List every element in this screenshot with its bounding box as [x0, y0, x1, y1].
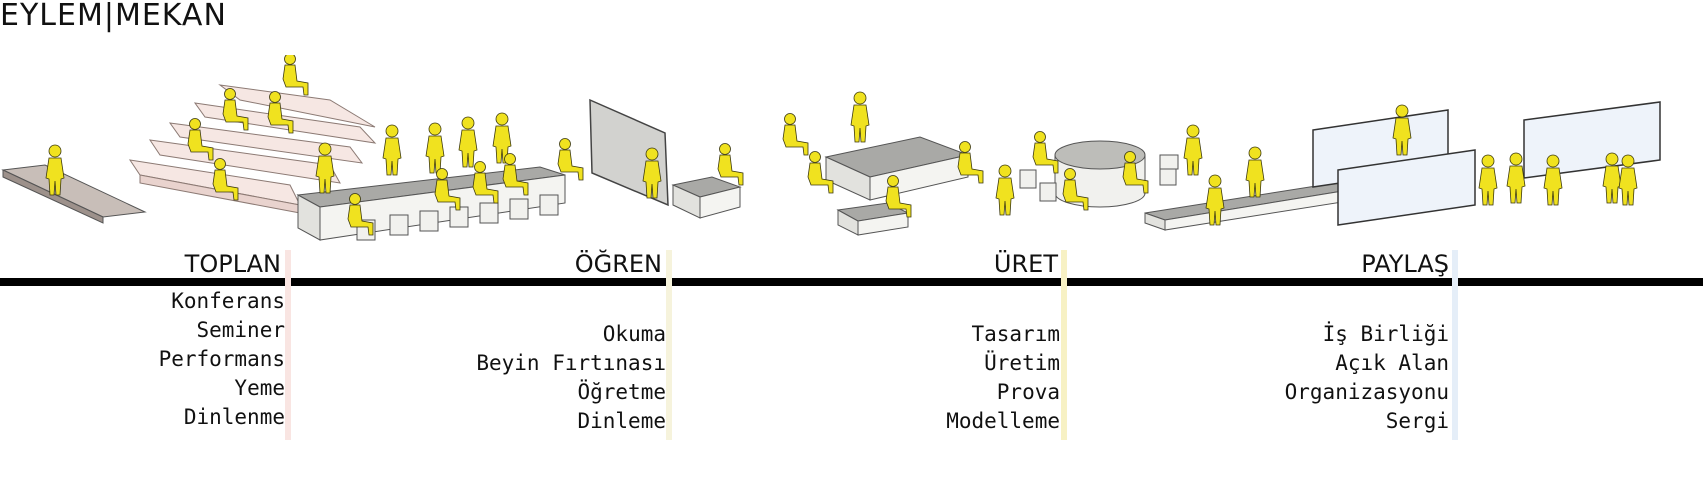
activity-item: Dinlenme — [183, 405, 285, 429]
activity-item: Üretim — [984, 351, 1060, 375]
activity-item: Konferans — [171, 289, 285, 313]
activity-item: Organizasyonu — [1284, 380, 1449, 404]
activity-item: Tasarım — [971, 322, 1060, 346]
round-table — [1019, 140, 1179, 208]
timeline-bar — [0, 278, 1703, 286]
activity-item: Öğretme — [577, 380, 666, 404]
divider-uret — [1061, 250, 1067, 440]
activities-toplan: Konferans Seminer Performans Yeme Dinlen… — [159, 287, 285, 432]
activity-item: Okuma — [602, 322, 666, 346]
activity-item: Modelleme — [946, 409, 1060, 433]
activity-illustration — [1, 55, 1661, 241]
activities-paylas: İş Birliği Açık Alan Organizasyonu Sergi — [1285, 320, 1449, 436]
activity-item: Yeme — [234, 376, 285, 400]
activity-item: Dinleme — [577, 409, 666, 433]
zone-label-paylas: PAYLAŞ — [1361, 250, 1449, 278]
activity-item: Performans — [158, 347, 285, 371]
divider-toplan — [285, 250, 291, 440]
diagram-title: EYLEM|MEKAN — [0, 0, 227, 33]
zone-label-uret: ÜRET — [993, 250, 1058, 278]
activity-item: İş Birliği — [1322, 322, 1449, 346]
activity-item: Seminer — [196, 318, 285, 342]
divider-ogren — [666, 250, 672, 440]
zone-label-toplan: TOPLAN — [184, 250, 281, 278]
activity-item: Beyin Fırtınası — [476, 351, 666, 375]
zone-label-ogren: ÖĞREN — [574, 250, 662, 278]
activity-item: Prova — [996, 380, 1060, 404]
small-box — [671, 176, 742, 219]
activity-item: Sergi — [1385, 409, 1449, 433]
worktable — [824, 136, 970, 236]
activities-uret: Tasarım Üretim Prova Modelleme — [946, 320, 1060, 436]
activity-item: Açık Alan — [1335, 351, 1449, 375]
divider-paylas — [1452, 250, 1458, 440]
activities-ogren: Okuma Beyin Fırtınası Öğretme Dinleme — [476, 320, 666, 436]
bench-left — [1, 164, 147, 224]
